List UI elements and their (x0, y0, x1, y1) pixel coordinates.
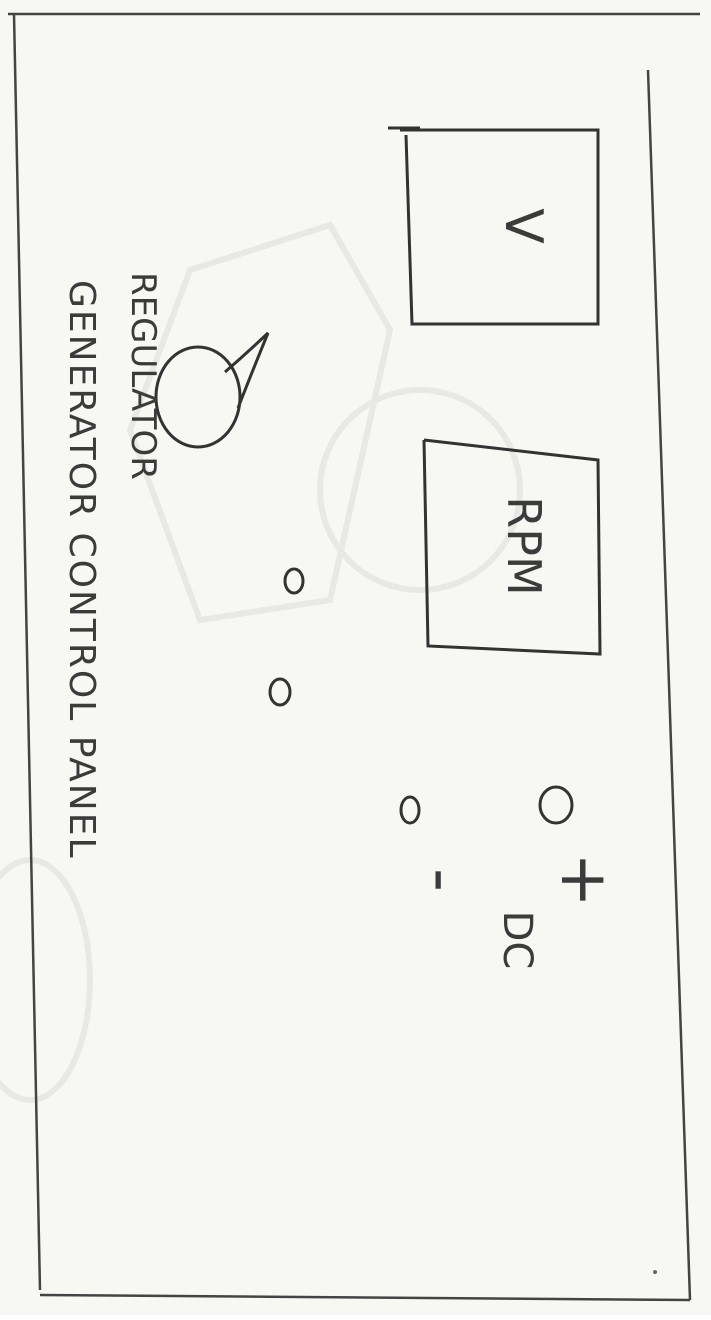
paper-speck (653, 1270, 657, 1274)
dc-label: DC (494, 911, 540, 970)
dc-minus-terminal (401, 797, 419, 823)
indicator-lamps (270, 569, 572, 823)
voltage-meter-label: V (493, 208, 553, 244)
rpm-meter-label: RPM (497, 496, 551, 595)
regulator-label: REGULATOR (123, 272, 163, 480)
regulator-knob (156, 333, 268, 447)
dc-plus-sign: + (546, 852, 623, 907)
lamp-2 (270, 679, 290, 705)
panel-title: GENERATOR CONTROL PANEL (61, 280, 102, 860)
dc-minus-sign: - (404, 868, 481, 892)
voltage-meter-box (388, 128, 598, 324)
lamp-1 (285, 569, 303, 593)
dc-plus-terminal (540, 787, 572, 823)
panel-border (8, 14, 700, 1300)
